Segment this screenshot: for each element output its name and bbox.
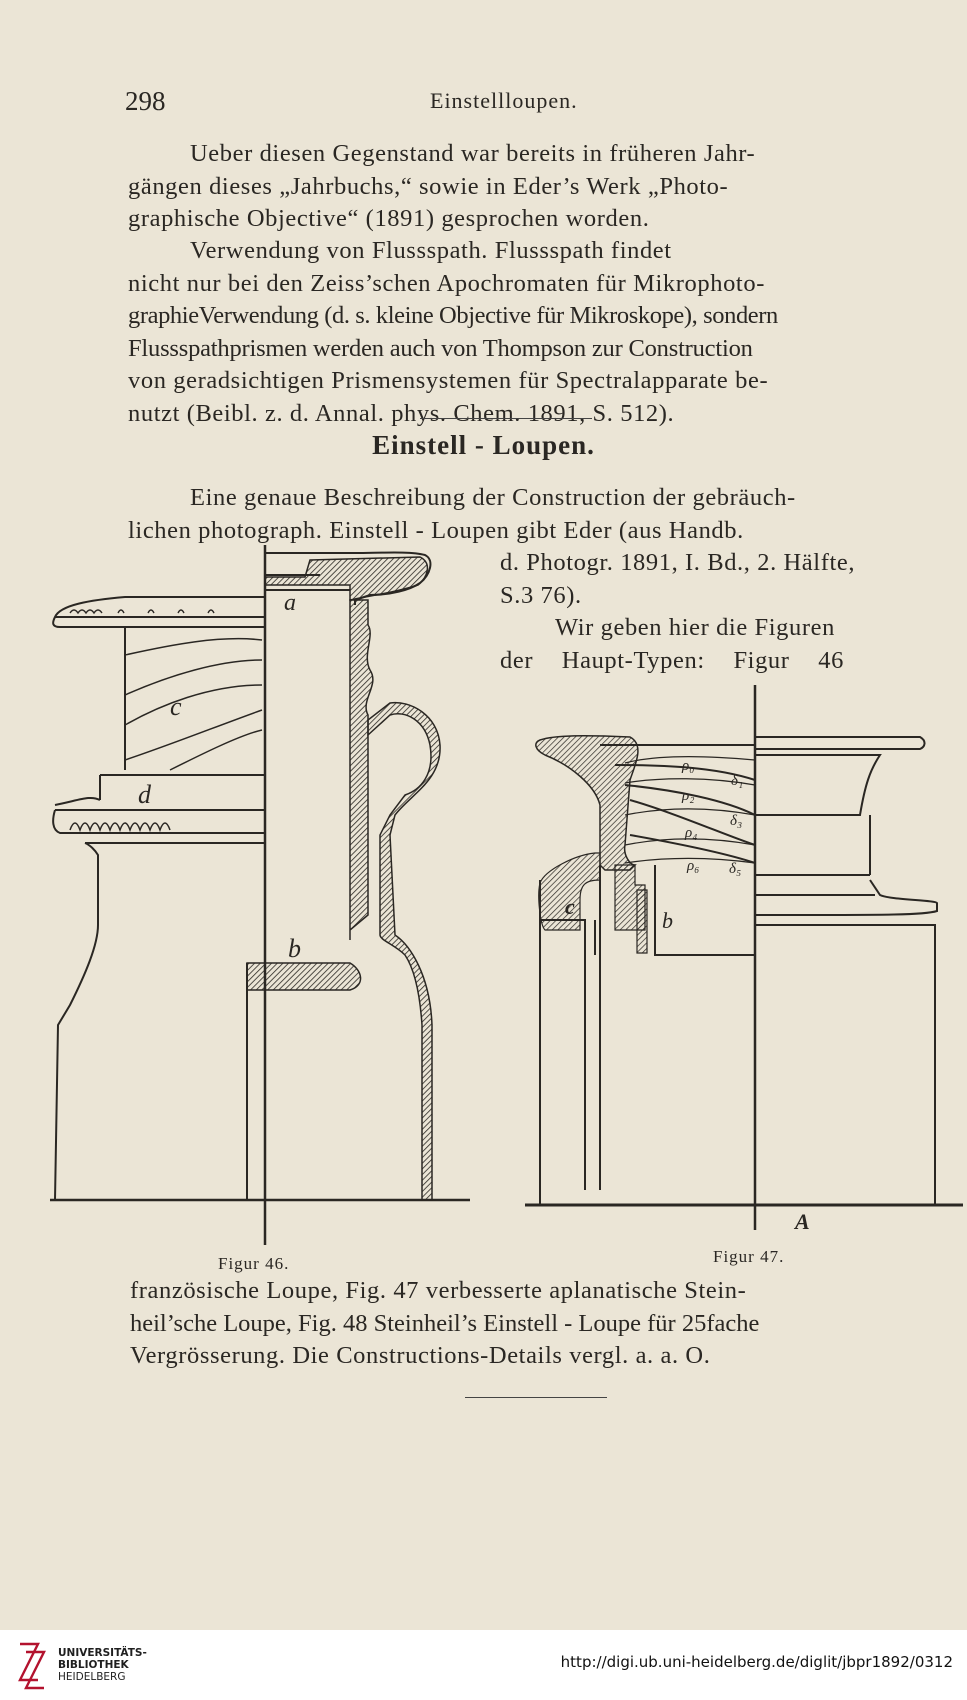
label-b: b: [662, 908, 673, 933]
text-line: S.3 76).: [500, 581, 582, 609]
paragraph-intro: Ueber diesen Gegenstand war bereits in f…: [128, 138, 890, 236]
text-line: heil’sche Loupe, Fig. 48 Steinheil’s Ein…: [130, 1309, 760, 1337]
text-line: lichen photograph. Einstell - Loupen gib…: [128, 516, 744, 544]
library-line: UNIVERSITÄTS-: [58, 1647, 147, 1659]
label-rho-2: ρ₂: [681, 788, 694, 804]
paragraph-loupen-wrap: d. Photogr. 1891, I. Bd., 2. Hälfte, S.3…: [500, 547, 890, 677]
text-line: Flussspathprismen werden auch von Thomps…: [128, 334, 753, 362]
text-line: Eine genaue Beschreibung der Constructio…: [190, 484, 796, 511]
text-line: Wir geben hier die Figuren: [555, 614, 835, 641]
label-rho-6: ρ₆: [686, 858, 699, 874]
text-line: gängen dieses „Jahrbuchs,“ sowie in Eder…: [128, 172, 729, 200]
label-delta-3: δ₃: [730, 813, 742, 829]
page-number: 298: [125, 86, 166, 116]
text-line: nutzt (Beibl. z. d. Annal. phys. Chem. 1…: [128, 399, 675, 427]
label-rho-4: ρ₄: [684, 825, 697, 841]
paragraph-flussspath: Verwendung von Flussspath. Flussspath fi…: [128, 235, 890, 430]
library-name: UNIVERSITÄTS- BIBLIOTHEK HEIDELBERG: [58, 1647, 147, 1683]
library-line: HEIDELBERG: [58, 1671, 126, 1683]
library-logo-icon: [18, 1642, 46, 1690]
label-a: a: [284, 590, 296, 616]
label-c: c: [565, 894, 575, 919]
page-header: 298 Einstellloupen.: [125, 86, 895, 116]
label-delta-5: δ₅: [729, 861, 741, 877]
text-line: graphieVerwendung (d. s. kleine Objectiv…: [128, 302, 778, 329]
figure-47: c b A ρ₀ ρ₂ ρ₄ ρ₆ δ₁ δ₃ δ₅: [525, 685, 963, 1230]
paragraph-loupen: Eine genaue Beschreibung der Constructio…: [128, 482, 890, 547]
section-title: Einstell - Loupen.: [372, 430, 595, 460]
text-line: Verwendung von Flussspath. Flussspath fi…: [190, 237, 672, 264]
text-line: von geradsichtigen Prismensystemen für S…: [128, 367, 769, 394]
label-c: c: [170, 692, 182, 721]
text-line: französische Loupe, Fig. 47 verbesserte …: [130, 1277, 747, 1304]
label-d: d: [138, 780, 152, 809]
book-page: 298 Einstellloupen. Ueber diesen Gegenst…: [50, 86, 963, 1398]
figure-47-caption: Figur 47.: [713, 1247, 785, 1266]
library-line: BIBLIOTHEK: [58, 1659, 129, 1671]
running-head: Einstellloupen.: [430, 88, 578, 113]
bottom-divider: [465, 1397, 607, 1398]
text-line: graphische Objective“ (1891) gesprochen …: [128, 205, 650, 232]
text-line: Ueber diesen Gegenstand war bereits in f…: [190, 140, 756, 167]
text-line: d. Photogr. 1891, I. Bd., 2. Hälfte,: [500, 549, 856, 576]
section-divider: [420, 418, 592, 419]
text-line: Vergrösserung. Die Constructions-Details…: [130, 1342, 711, 1369]
label-b: b: [288, 934, 301, 963]
footer-bar: UNIVERSITÄTS- BIBLIOTHEK HEIDELBERG http…: [0, 1630, 967, 1700]
figure-46: a b c d: [50, 545, 470, 1245]
text-line: der Haupt-Typen: Figur 46: [500, 646, 844, 674]
label-rho-0: ρ₀: [681, 758, 694, 774]
label-A: A: [793, 1209, 810, 1230]
figure-46-caption: Figur 46.: [218, 1254, 290, 1273]
text-line: nicht nur bei den Zeiss’schen Apochromat…: [128, 269, 765, 297]
label-delta-1: δ₁: [731, 773, 743, 789]
source-url[interactable]: http://digi.ub.uni-heidelberg.de/diglit/…: [560, 1653, 953, 1671]
paragraph-figures: französische Loupe, Fig. 47 verbesserte …: [130, 1275, 890, 1373]
